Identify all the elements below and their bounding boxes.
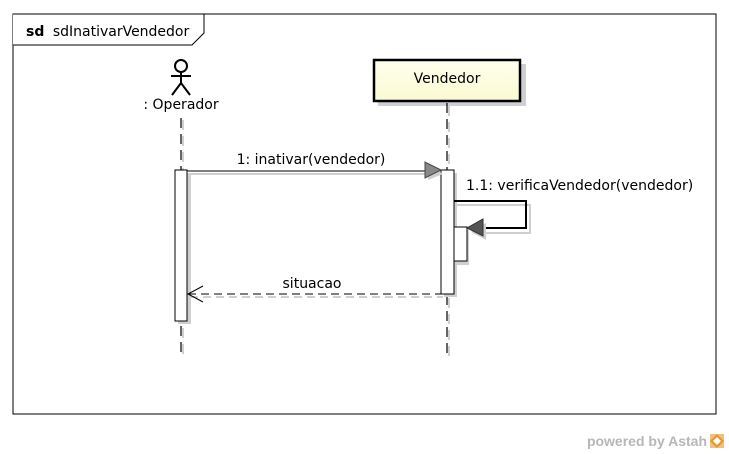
astah-logo-icon (710, 434, 724, 448)
lifeline-head-vendedor[interactable] (372, 58, 522, 103)
message-line (454, 200, 527, 229)
message-label: 1.1: verificaVendedor(vendedor) (466, 178, 693, 194)
frame-keyword: sd (26, 24, 44, 40)
message-shadow (457, 204, 531, 234)
astah-watermark: powered by Astah (587, 433, 724, 449)
activation-bar-vendedor[interactable] (440, 169, 455, 295)
message-verifica-vendedor[interactable]: 1.1: verificaVendedor(vendedor) (454, 178, 693, 240)
powered-by-text: powered by Astah (587, 433, 707, 449)
message-label: 1: inativar(vendedor) (237, 152, 386, 168)
actor-operador[interactable]: : Operador (143, 59, 219, 113)
filled-arrowhead-icon (424, 161, 443, 179)
actor-label: : Operador (143, 97, 218, 113)
diagram-frame (12, 13, 717, 415)
filled-arrowhead-icon (465, 218, 484, 237)
return-message-situacao[interactable]: situacao (186, 276, 443, 303)
lifeline-head-label: Vendedor (414, 71, 481, 87)
message-inativar[interactable]: 1: inativar(vendedor) (187, 152, 443, 180)
stick-figure-icon (171, 59, 191, 96)
open-arrowhead-icon (186, 285, 204, 303)
activation-bar-self[interactable] (453, 226, 468, 262)
frame-tab (13, 13, 205, 46)
frame-title-group: sd sdInativarVendedor (26, 24, 190, 40)
frame-name: sdInativarVendedor (53, 24, 190, 40)
message-label: situacao (283, 276, 342, 292)
activation-bar-operador[interactable] (174, 169, 188, 322)
